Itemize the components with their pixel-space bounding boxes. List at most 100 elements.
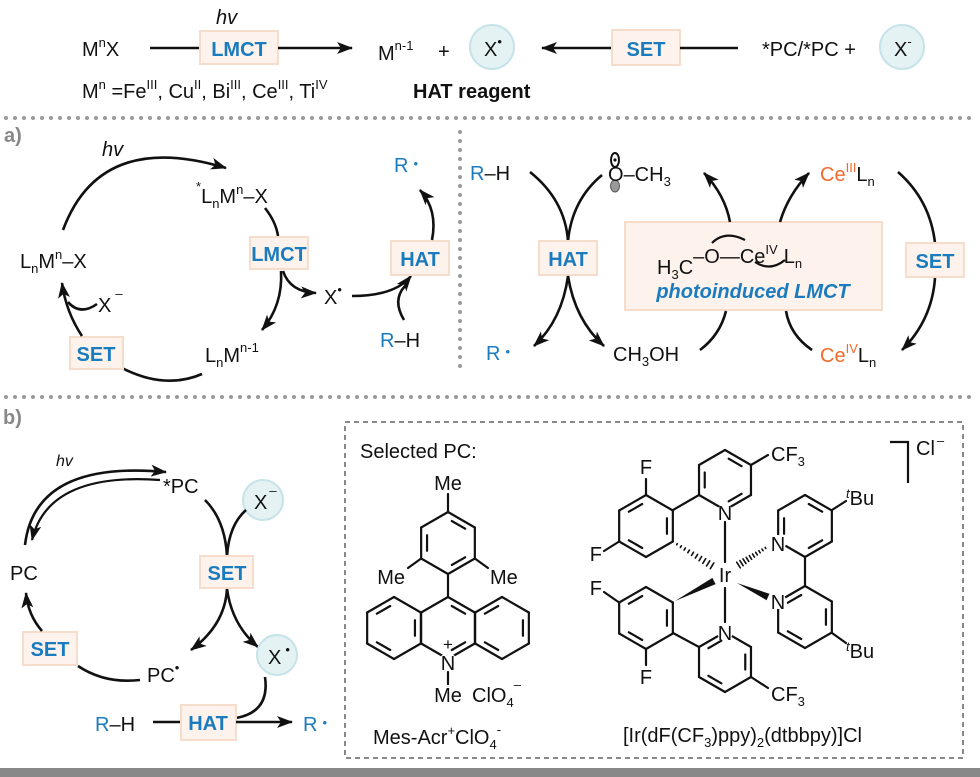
r-radical: R• xyxy=(303,714,327,736)
ground-pc: PC xyxy=(10,563,38,585)
set-box xyxy=(611,29,681,66)
x-radical: X• xyxy=(268,642,290,669)
ring-bond xyxy=(803,540,833,559)
methyl-bond xyxy=(406,557,423,570)
ring-bond xyxy=(500,642,530,661)
methoxy-arrow xyxy=(703,172,732,223)
reduced-complex: LnMn-1 xyxy=(205,340,259,370)
cycle-arc xyxy=(121,366,203,383)
cf3-group: CF3 xyxy=(771,684,805,709)
r-h-substrate: R–H xyxy=(470,163,510,185)
hv-label: hv xyxy=(102,139,124,161)
methyl-label: Me xyxy=(434,473,462,495)
double-bond xyxy=(807,539,824,550)
fluorine-atom: F xyxy=(590,544,602,566)
bottom-bar xyxy=(0,768,980,777)
methyl-label: Me xyxy=(377,567,405,589)
double-bond xyxy=(450,519,467,530)
cerium-join-arc xyxy=(784,310,813,352)
r-radical-arrow xyxy=(533,275,570,347)
ring-bond xyxy=(618,493,648,512)
r-h-substrate: R–H xyxy=(95,714,135,736)
hashed-bond xyxy=(694,553,699,559)
hat-join-arc xyxy=(566,174,603,242)
set-box xyxy=(905,242,965,278)
complex-bracket xyxy=(890,440,910,483)
ring-bond xyxy=(777,493,807,512)
hat-label: HAT xyxy=(188,713,228,735)
perchlorate: ClO4– xyxy=(472,677,522,710)
fluorine-atom: F xyxy=(640,667,652,689)
cerium-reduction-arrow xyxy=(778,172,810,223)
fluorine-atom: F xyxy=(640,457,652,479)
radical-x: X• xyxy=(484,34,502,61)
cerium-iii: CeIIILn xyxy=(820,160,875,189)
x-radical: X• xyxy=(324,282,342,309)
photoinduced-lmct-box xyxy=(624,221,883,311)
reactant-mx: MnX xyxy=(82,35,119,61)
double-bond xyxy=(483,641,500,652)
hat-arrow xyxy=(351,275,413,298)
double-bond xyxy=(786,593,803,604)
lmct-label: LMCT xyxy=(251,244,307,266)
x-radical-arrow xyxy=(225,588,259,648)
nitrogen-atom: N xyxy=(771,592,785,614)
tbu-bond xyxy=(830,499,848,512)
methanol-arrow xyxy=(566,275,605,347)
set-join-arc xyxy=(897,171,937,244)
ring-bond xyxy=(392,642,422,661)
iridium-structure: Ir N N N N F F F F CF3 CF3 tBu tBu Cl– [… xyxy=(590,433,945,750)
set-label: SET xyxy=(31,639,70,661)
methanol: CH3OH xyxy=(613,344,679,369)
ground-complex: LnMn–X xyxy=(20,247,87,276)
ring-bond xyxy=(618,585,648,604)
double-bond xyxy=(727,492,743,503)
double-bond xyxy=(807,502,824,513)
metal-list: Mn =FeIII, CuII, BiIII, CeIII, TiIV xyxy=(82,77,328,103)
fluorine-atom: F xyxy=(590,578,602,600)
methyl-label: Me xyxy=(490,567,518,589)
hashed-bond xyxy=(698,555,703,562)
ring-bond xyxy=(474,642,504,661)
hashed-bond xyxy=(679,544,683,549)
electron-push-arrow xyxy=(754,259,786,268)
ring-bond xyxy=(723,448,753,467)
double-bond xyxy=(627,594,644,605)
double-bond xyxy=(627,631,644,642)
anion-circle xyxy=(242,479,284,521)
pc-label: *PC/*PC + xyxy=(762,39,856,61)
hashed-bond xyxy=(687,549,691,554)
aryl-bond xyxy=(671,493,701,512)
wedge-bond xyxy=(737,583,770,601)
hashed-bond xyxy=(754,551,759,556)
hashed-bond xyxy=(751,553,756,558)
tert-butyl-group: tBu xyxy=(846,486,874,510)
selected-pc-title: Selected PC: xyxy=(360,441,477,463)
x-anion: X– xyxy=(254,483,277,514)
nitrogen-atom: N xyxy=(441,653,455,675)
pc-radical: PC• xyxy=(147,660,180,687)
ring-bond xyxy=(697,448,727,467)
set-label: SET xyxy=(77,344,116,366)
r-radical-arrow xyxy=(419,189,435,241)
hashed-bond xyxy=(705,560,711,567)
ring-bond xyxy=(803,584,833,603)
r-h-substrate: R–H xyxy=(380,330,420,352)
anion-x: X- xyxy=(894,34,912,61)
ring-bond xyxy=(366,642,396,661)
x-anion: X– xyxy=(98,286,123,317)
ring-bond xyxy=(420,595,450,614)
fluorine-bond xyxy=(602,540,621,553)
excitation-arrow xyxy=(61,156,227,231)
pc-radical-arrow xyxy=(190,588,229,652)
electron-push-arrow xyxy=(711,234,746,244)
hashed-bond xyxy=(761,548,764,552)
hv-label: hv xyxy=(216,7,238,29)
hashed-bond xyxy=(735,561,742,569)
rh-join-arc xyxy=(396,285,406,321)
hashed-bond xyxy=(675,542,679,546)
lmct-label: LMCT xyxy=(211,39,267,61)
ring-bond xyxy=(644,585,674,604)
hashed-bond xyxy=(690,551,695,557)
